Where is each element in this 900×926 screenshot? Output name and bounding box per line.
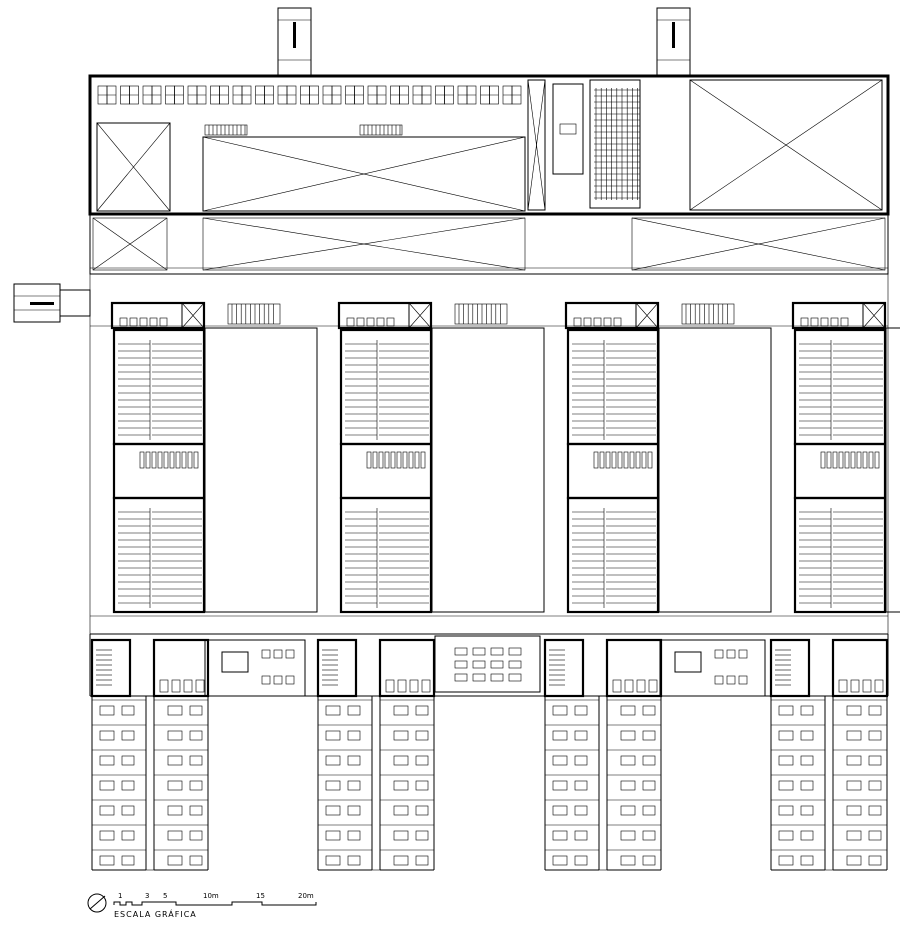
meeting-room — [204, 639, 306, 697]
desk-pair — [187, 85, 207, 105]
desk-pair — [480, 85, 499, 105]
office-module — [90, 638, 210, 871]
scale-tick-15: 15 — [256, 892, 265, 900]
scale-tick-3: 3 — [145, 892, 149, 900]
scale-label: ESCALA GRÁFICA — [114, 908, 197, 919]
scale-tick-10m: 10m — [203, 892, 219, 900]
classroom-module — [564, 301, 772, 614]
desk-pair — [367, 85, 387, 105]
meeting-room — [434, 635, 541, 693]
north-arrow-icon — [87, 893, 107, 913]
desk-pair — [210, 85, 229, 105]
desk-pair — [277, 85, 297, 105]
desk-pair — [435, 85, 454, 105]
desk-pair — [457, 85, 477, 105]
classroom-module — [791, 301, 900, 614]
desk-pair — [412, 85, 432, 105]
meeting-room — [659, 639, 766, 697]
stair-tower-north-right — [656, 7, 691, 77]
scale-tick-5: 5 — [163, 892, 167, 900]
desk-pair — [232, 85, 252, 105]
stair-tower-north-left — [277, 7, 312, 77]
office-module — [316, 638, 436, 871]
desk-pair — [97, 85, 117, 105]
stair-west — [13, 283, 91, 323]
desk-pair — [165, 85, 184, 105]
classroom-module — [337, 301, 545, 614]
office-module — [769, 638, 889, 871]
desk-pair — [502, 85, 522, 105]
desk-pair — [255, 85, 274, 105]
office-section — [89, 634, 889, 871]
classroom-module — [110, 301, 318, 614]
desk-pair — [390, 85, 409, 105]
office-module — [543, 638, 663, 871]
desk-pair — [120, 85, 139, 105]
middle-section — [89, 274, 900, 636]
scale-tick-1: 1 — [118, 892, 122, 900]
desk-pair — [322, 85, 342, 105]
desk-pair — [345, 85, 364, 105]
scale-bar: 1 3 5 10m 15 20m ESCALA GRÁFICA — [87, 892, 317, 919]
scale-tick-20m: 20m — [298, 892, 314, 900]
top-block — [88, 74, 890, 275]
desk-pair — [300, 85, 319, 105]
desk-pair — [142, 85, 162, 105]
